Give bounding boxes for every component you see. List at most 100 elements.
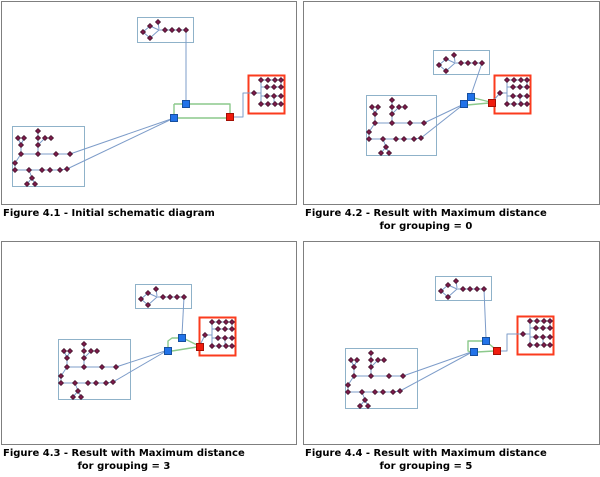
feature-node-icon — [41, 134, 49, 142]
feature-node-icon — [20, 134, 28, 142]
feature-node-icon — [63, 363, 71, 371]
feature-node-icon — [539, 333, 547, 341]
feature-node-icon — [60, 347, 68, 355]
feature-node-icon — [509, 83, 517, 91]
group-box — [58, 339, 131, 400]
feature-node-icon — [257, 100, 265, 108]
feature-node-icon — [221, 325, 229, 333]
feature-node-icon — [228, 342, 236, 350]
feature-node-icon — [442, 55, 450, 63]
feature-node-icon — [401, 103, 409, 111]
feature-node-icon — [144, 289, 152, 297]
feature-node-icon — [546, 317, 554, 325]
feature-node-icon — [503, 76, 511, 84]
feature-node-icon — [166, 293, 174, 301]
feature-node-icon — [364, 402, 372, 410]
feature-node-icon — [215, 342, 223, 350]
feature-node-icon — [38, 166, 46, 174]
feature-node-icon — [519, 330, 527, 338]
feature-node-icon — [374, 356, 382, 364]
feature-node-icon — [350, 372, 358, 380]
feature-node-icon — [215, 318, 223, 326]
feature-node-icon — [63, 354, 71, 362]
feature-node-icon — [365, 128, 373, 136]
feature-node-icon — [539, 324, 547, 332]
caption-figure-4-3: Figure 4.3 - Result with Maximum distanc… — [3, 447, 245, 473]
feature-node-icon — [350, 363, 358, 371]
caption-line: for grouping = 3 — [77, 461, 171, 472]
feature-node-icon — [406, 119, 414, 127]
feature-node-icon — [271, 76, 279, 84]
grouping-link — [184, 338, 198, 346]
feature-node-icon — [57, 372, 65, 380]
feature-node-icon — [417, 134, 425, 142]
figure-panel-4.1 — [1, 1, 297, 205]
feature-node-icon — [379, 388, 387, 396]
feature-node-icon — [532, 324, 540, 332]
red-junction-node — [196, 343, 204, 351]
feature-node-icon — [540, 341, 548, 349]
selected-group-box — [516, 315, 555, 356]
feature-node-icon — [102, 379, 110, 387]
schematic-link — [483, 288, 487, 339]
feature-node-icon — [11, 159, 19, 167]
feature-node-icon — [388, 110, 396, 118]
feature-node-icon — [388, 96, 396, 104]
schematic-link — [423, 103, 465, 124]
feature-node-icon — [63, 165, 71, 173]
feature-node-icon — [46, 166, 54, 174]
figure-panel-4.4 — [303, 241, 600, 445]
feature-node-icon — [80, 363, 88, 371]
feature-node-icon — [74, 387, 82, 395]
red-junction-node — [493, 347, 501, 355]
feature-node-icon — [57, 379, 65, 387]
blue-junction-node — [164, 347, 172, 355]
feature-node-icon — [34, 127, 42, 135]
feature-node-icon — [201, 331, 209, 339]
feature-node-icon — [471, 59, 479, 67]
schematic-link — [233, 92, 254, 118]
group-box — [433, 50, 490, 75]
feature-node-icon — [250, 89, 258, 97]
feature-node-icon — [66, 150, 74, 158]
feature-node-icon — [84, 379, 92, 387]
feature-node-icon — [173, 293, 181, 301]
feature-node-icon — [510, 100, 518, 108]
feature-node-icon — [374, 103, 382, 111]
blue-junction-node — [482, 337, 490, 345]
caption-line: Figure 4.3 - Result with Maximum distanc… — [3, 448, 245, 459]
feature-node-icon — [450, 51, 458, 59]
feature-node-icon — [11, 166, 19, 174]
feature-node-icon — [509, 92, 517, 100]
feature-node-icon — [388, 119, 396, 127]
grouping-link — [473, 97, 491, 103]
feature-node-icon — [34, 150, 42, 158]
feature-node-icon — [420, 119, 428, 127]
feature-node-icon — [17, 141, 25, 149]
feature-node-icon — [277, 92, 285, 100]
feature-node-icon — [23, 180, 31, 188]
feature-node-icon — [112, 363, 120, 371]
feature-node-icon — [358, 388, 366, 396]
feature-node-icon — [452, 277, 460, 285]
feature-node-icon — [271, 100, 279, 108]
feature-node-icon — [270, 83, 278, 91]
feature-node-icon — [379, 135, 387, 143]
grouping-link — [466, 102, 490, 106]
group-box — [12, 126, 85, 187]
feature-node-icon — [264, 76, 272, 84]
feature-node-icon — [34, 134, 42, 142]
feature-node-icon — [526, 341, 534, 349]
blue-junction-node — [467, 93, 475, 101]
feature-node-icon — [277, 76, 285, 84]
feature-node-icon — [523, 83, 531, 91]
feature-node-icon — [34, 141, 42, 149]
feature-node-icon — [496, 89, 504, 97]
feature-node-icon — [395, 103, 403, 111]
feature-node-icon — [228, 325, 236, 333]
feature-node-icon — [221, 334, 229, 342]
blue-junction-node — [170, 114, 178, 122]
group-box — [135, 284, 192, 309]
feature-node-icon — [109, 378, 117, 386]
feature-node-icon — [367, 363, 375, 371]
